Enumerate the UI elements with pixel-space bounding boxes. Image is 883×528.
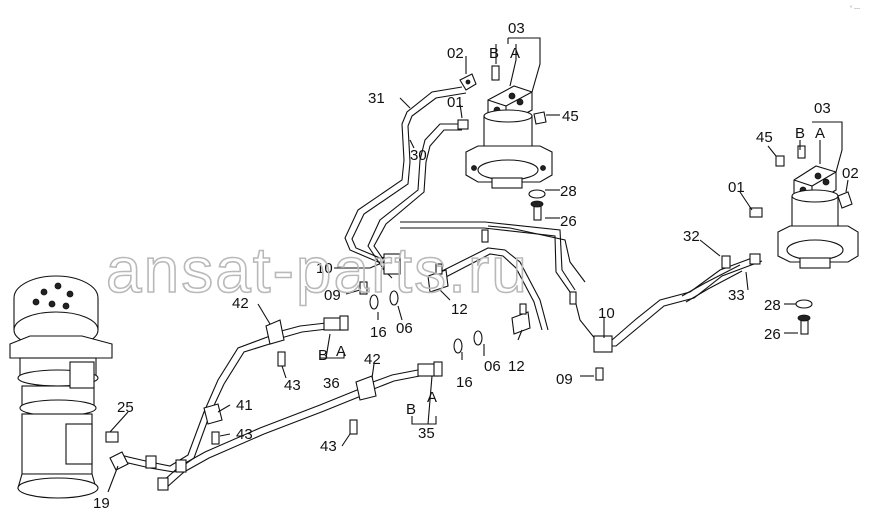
label-03-right: 03 [814,100,831,117]
label-10-upper: 10 [316,260,333,277]
label-43-upper: 43 [284,377,301,394]
label-B-35: B [406,401,416,418]
label-09-upper: 09 [324,287,341,304]
label-A-36: A [336,343,346,360]
label-41: 41 [236,397,253,414]
label-B-right: B [795,125,805,142]
watermark: ansat-parts.ru [106,234,529,306]
label-06-lower: 06 [484,358,501,375]
label-45-right: 45 [756,129,773,146]
label-16-upper: 16 [370,324,387,341]
label-36: 36 [323,375,340,392]
label-12-lower: 12 [508,358,525,375]
label-26-top: 26 [560,213,577,230]
label-01-right: 01 [728,179,745,196]
center-joint-assembly [9,275,113,499]
label-32: 32 [683,228,700,245]
leader-lines [107,37,849,493]
label-16-lower: 16 [456,374,473,391]
label-19: 19 [93,495,110,512]
label-B-36: B [318,347,328,364]
label-03-top: 03 [508,20,525,37]
label-28-top: 28 [560,183,577,200]
top-small-fittings [457,65,547,221]
label-B-top: B [489,45,499,62]
line-fittings [203,229,761,445]
label-31: 31 [368,90,385,107]
top-brake-valve-assembly [465,85,553,189]
label-06-upper: 06 [396,320,413,337]
label-30: 30 [410,147,427,164]
center-joint-fittings [105,431,187,491]
label-42-upper: 42 [232,295,249,312]
part-labels: 03 B A 02 31 01 45 30 28 26 03 B A 45 01… [93,20,859,512]
corner-mark: ° --- [850,6,860,12]
label-42-lower: 42 [364,351,381,368]
label-02-right: 02 [842,165,859,182]
label-43-middle: 43 [236,426,253,443]
label-01-top: 01 [447,94,464,111]
label-33: 33 [728,287,745,304]
label-09-right: 09 [556,371,573,388]
label-12-upper: 12 [451,301,468,318]
label-A-35: A [427,389,437,406]
label-25: 25 [117,399,134,416]
right-brake-valve-assembly [777,165,859,269]
label-26-right: 26 [764,326,781,343]
label-43-lower: 43 [320,438,337,455]
label-A-right: A [815,125,825,142]
label-35: 35 [418,425,435,442]
label-28-right: 28 [764,297,781,314]
label-10-right: 10 [598,305,615,322]
label-45-top: 45 [562,108,579,125]
label-02-top: 02 [447,45,464,62]
label-A-top: A [510,45,520,62]
